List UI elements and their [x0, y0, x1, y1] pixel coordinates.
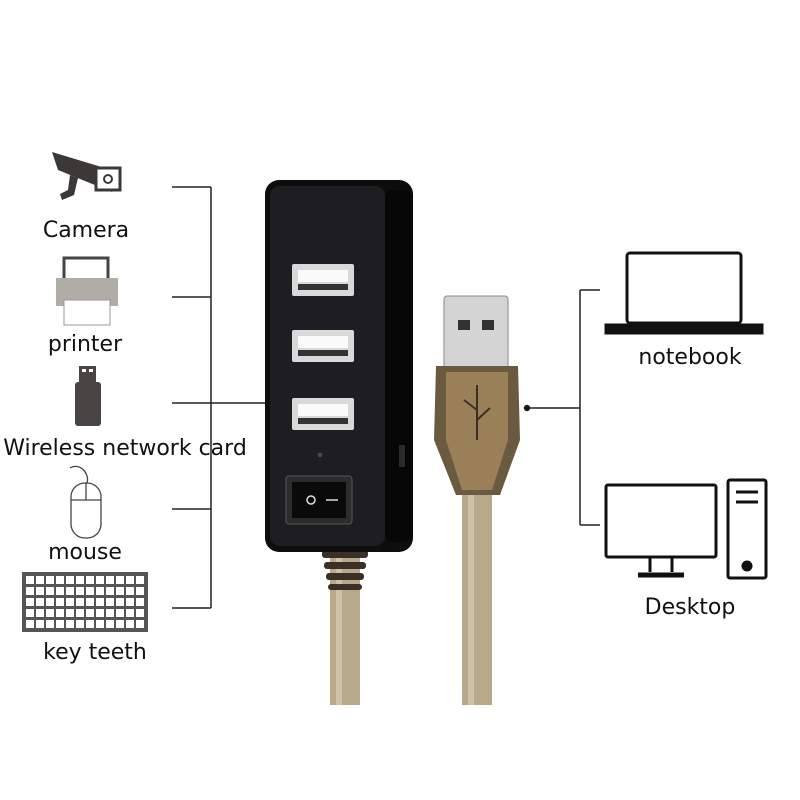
- keyboard-key: [96, 598, 104, 606]
- hub-cable: [322, 545, 368, 705]
- keyboard-key: [116, 598, 124, 606]
- keyboard-key: [106, 576, 114, 584]
- printer-icon: [56, 256, 118, 326]
- device-label-keyboard: key teeth: [43, 640, 147, 665]
- keyboard-key: [26, 587, 34, 595]
- keyboard-key: [126, 609, 134, 617]
- device-label-camera: Camera: [42, 218, 130, 243]
- keyboard-key: [36, 598, 44, 606]
- mouse-icon: [69, 465, 102, 539]
- keyboard-key: [96, 576, 104, 584]
- right-connector-bracket: [523, 289, 600, 526]
- keyboard-key: [46, 587, 54, 595]
- device-label-desktop: Desktop: [644, 595, 736, 620]
- keyboard-key: [126, 620, 134, 628]
- led-indicator: [317, 452, 323, 458]
- keyboard-key: [66, 587, 74, 595]
- keyboard-key: [66, 598, 74, 606]
- keyboard-key: [116, 576, 124, 584]
- security-camera-icon: [52, 152, 122, 200]
- keyboard-key: [66, 609, 74, 617]
- keyboard-key: [86, 598, 94, 606]
- keyboard-key: [106, 587, 114, 595]
- keyboard-key: [46, 609, 54, 617]
- keyboard-key: [76, 587, 84, 595]
- keyboard-key: [76, 598, 84, 606]
- keyboard-key: [56, 587, 64, 595]
- keyboard-key: [136, 576, 144, 584]
- keyboard-key: [36, 576, 44, 584]
- keyboard-key: [136, 587, 144, 595]
- keyboard-key: [66, 576, 74, 584]
- usb-hub: [265, 180, 413, 552]
- device-label-printer: printer: [47, 332, 123, 357]
- keyboard-key: [136, 598, 144, 606]
- keyboard-key: [46, 598, 54, 606]
- keyboard-key: [56, 609, 64, 617]
- keyboard-key: [56, 576, 64, 584]
- keyboard-key: [56, 620, 64, 628]
- keyboard-key: [26, 598, 34, 606]
- keyboard-key: [26, 620, 34, 628]
- keyboard-key: [36, 587, 44, 595]
- device-label-mouse: mouse: [48, 540, 122, 565]
- device-label-wireless-network-card: Wireless network card: [3, 436, 247, 461]
- keyboard-key: [96, 587, 104, 595]
- keyboard-key: [136, 620, 144, 628]
- left-connector-bracket: [172, 186, 272, 609]
- usb-a-plug: [434, 295, 520, 705]
- keyboard-key: [76, 576, 84, 584]
- keyboard-key: [36, 609, 44, 617]
- keyboard-key: [66, 620, 74, 628]
- keyboard-key: [126, 576, 134, 584]
- keyboard-key: [136, 609, 144, 617]
- keyboard-icon: [22, 572, 148, 632]
- keyboard-key: [86, 576, 94, 584]
- usb-stick-icon: [75, 366, 101, 426]
- keyboard-key: [96, 609, 104, 617]
- keyboard-key: [46, 620, 54, 628]
- power-switch[interactable]: [285, 475, 353, 525]
- keyboard-key: [126, 587, 134, 595]
- keyboard-key: [26, 609, 34, 617]
- keyboard-key: [106, 609, 114, 617]
- usb-port-1[interactable]: [292, 264, 354, 296]
- keyboard-key: [76, 620, 84, 628]
- keyboard-key: [106, 598, 114, 606]
- device-label-notebook: notebook: [638, 345, 742, 370]
- keyboard-key: [86, 620, 94, 628]
- keyboard-key: [36, 620, 44, 628]
- keyboard-key: [76, 609, 84, 617]
- keyboard-key: [116, 609, 124, 617]
- keyboard-key: [46, 576, 54, 584]
- keyboard-key: [86, 587, 94, 595]
- laptop-icon: [604, 251, 764, 335]
- keyboard-key: [116, 587, 124, 595]
- keyboard-key: [126, 598, 134, 606]
- keyboard-key: [96, 620, 104, 628]
- keyboard-key: [56, 598, 64, 606]
- usb-port-3[interactable]: [292, 398, 354, 430]
- usb-port-2[interactable]: [292, 330, 354, 362]
- keyboard-key: [106, 620, 114, 628]
- keyboard-key: [26, 576, 34, 584]
- keyboard-key: [86, 609, 94, 617]
- keyboard-key: [116, 620, 124, 628]
- desktop-computer-icon: [604, 478, 768, 580]
